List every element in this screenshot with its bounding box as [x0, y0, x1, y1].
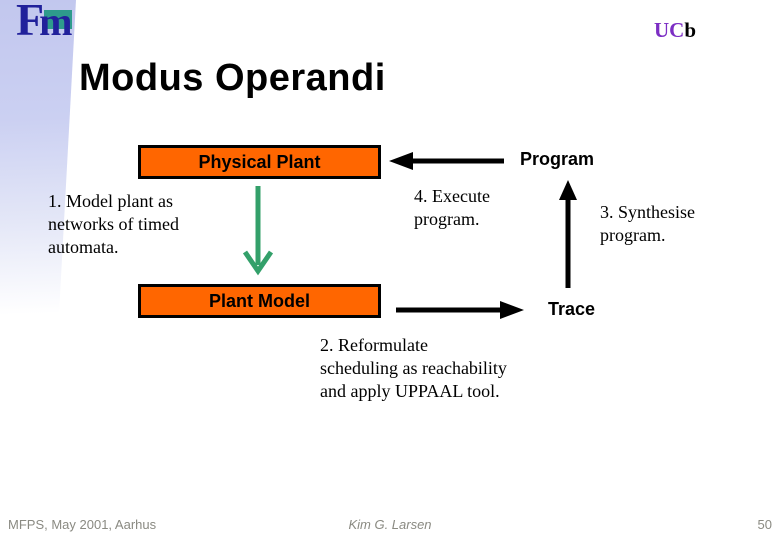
text-line: 2. Reformulate: [320, 335, 428, 355]
ucb-b: b: [684, 18, 696, 42]
ucb-uc: UC: [653, 18, 685, 42]
ucb-brand: UCb: [654, 20, 696, 41]
text-line: 1. Model plant as: [48, 191, 173, 211]
step-4-text: 4. Execute program.: [414, 185, 490, 231]
up-arrow-icon: [559, 180, 577, 288]
left-arrow-icon: [389, 152, 504, 170]
step-2-text: 2. Reformulate scheduling as reachabilit…: [320, 334, 507, 403]
fm-logo: Fm: [16, 0, 72, 43]
footer-author: Kim G. Larsen: [348, 517, 432, 532]
text-line: networks of timed: [48, 214, 179, 234]
plant-model-box: Plant Model: [138, 284, 381, 318]
step-1-text: 1. Model plant as networks of timed auto…: [48, 190, 179, 259]
logo-teal-square: [44, 10, 72, 29]
sidebar-gradient: [0, 0, 76, 340]
text-line: program.: [600, 225, 666, 245]
text-line: program.: [414, 209, 480, 229]
slide-title: Modus Operandi: [79, 57, 386, 99]
text-line: scheduling as reachability: [320, 358, 507, 378]
trace-label: Trace: [548, 299, 596, 319]
logo-letter-f: F: [16, 0, 45, 45]
step-3-text: 3. Synthesise program.: [600, 201, 695, 247]
right-arrow-icon: [396, 301, 524, 319]
text-line: and apply UPPAAL tool.: [320, 381, 500, 401]
logo-letter-m: m: [39, 0, 73, 44]
text-line: 3. Synthesise: [600, 202, 696, 222]
footer-venue: MFPS, May 2001, Aarhus: [8, 517, 157, 532]
physical-plant-box: Physical Plant: [138, 145, 381, 179]
green-down-arrow-icon: [242, 186, 274, 276]
text-line: 4. Execute: [414, 186, 490, 206]
text-line: automata.: [48, 237, 119, 257]
slide-page-number: 50: [757, 517, 772, 532]
program-label: Program: [520, 149, 595, 169]
